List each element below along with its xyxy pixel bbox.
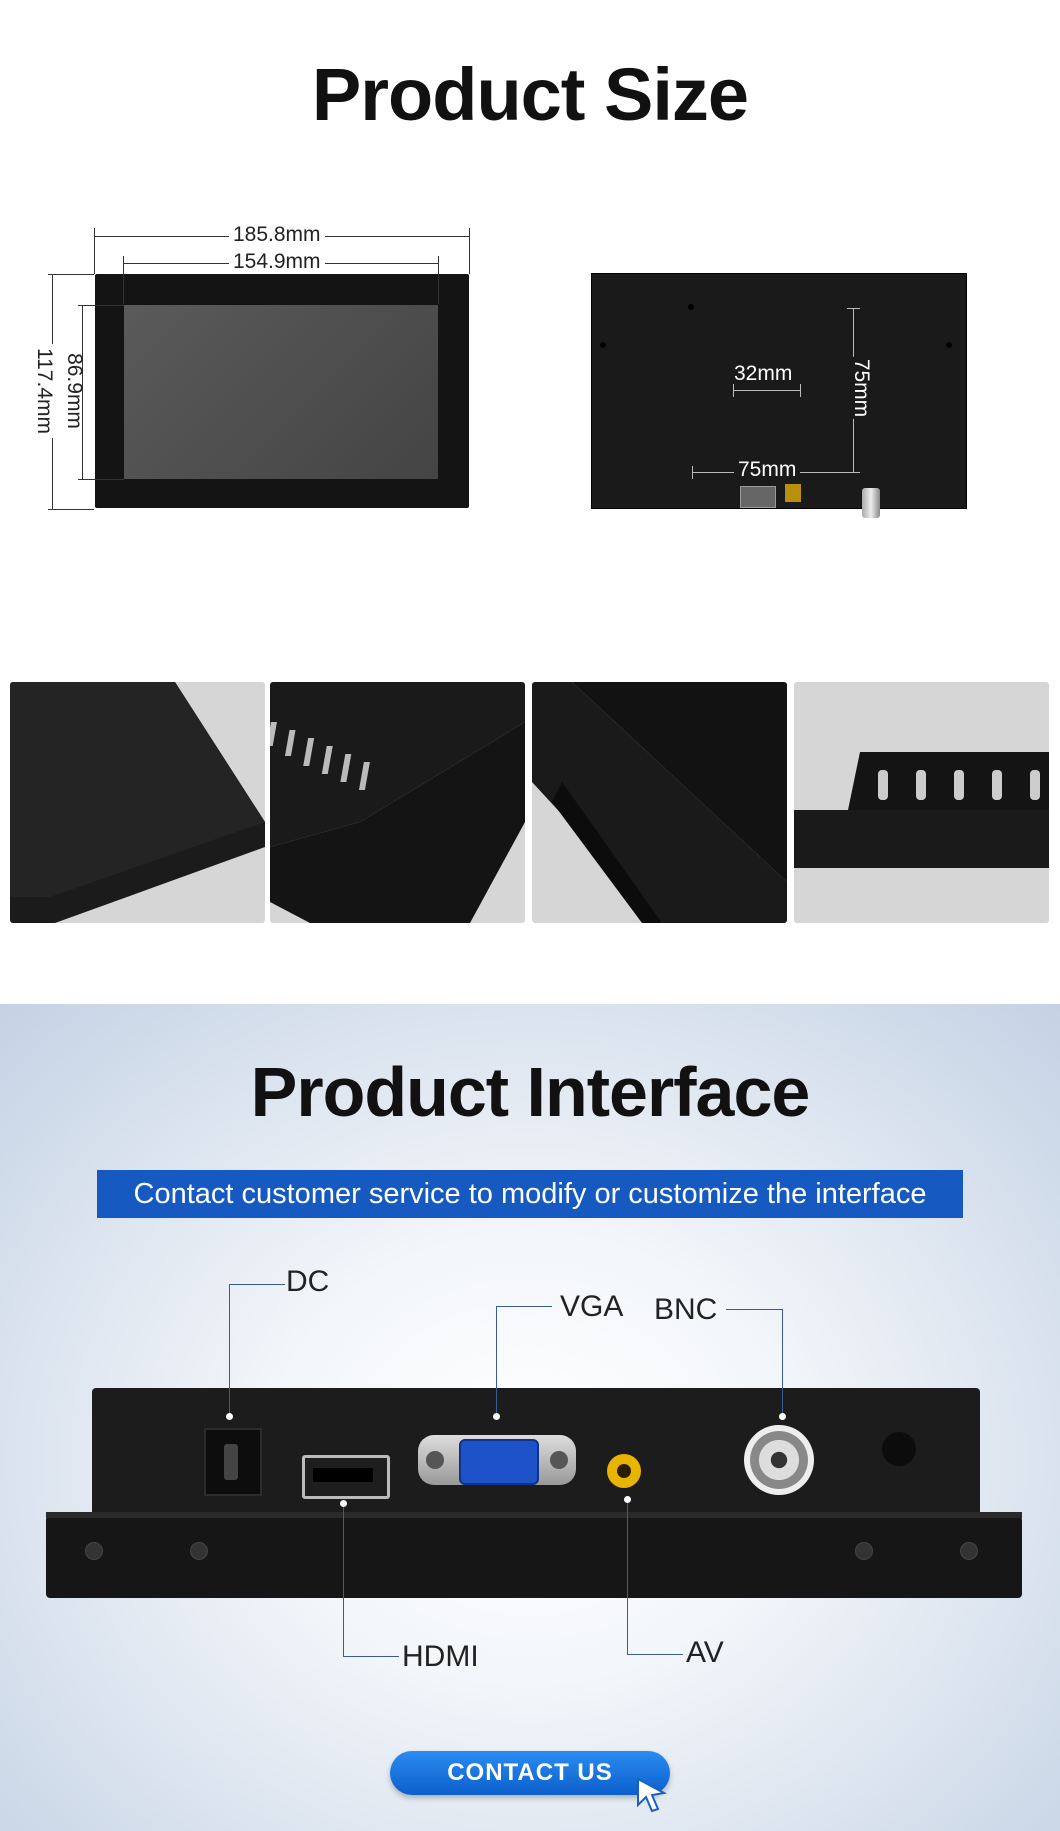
- av-label: AV: [686, 1636, 724, 1669]
- bnc-connector-back: [862, 488, 880, 518]
- screw-icon: [85, 1542, 103, 1560]
- vga-label: VGA: [560, 1290, 624, 1323]
- front-diagram: 185.8mm 154.9mm 117.4mm 86.9mm: [0, 220, 520, 520]
- vga-port: [418, 1435, 576, 1485]
- contact-us-button[interactable]: CONTACT US: [390, 1751, 670, 1795]
- gallery-image-3: [532, 682, 787, 923]
- outer-width-label: 185.8mm: [229, 224, 325, 246]
- screw-icon: [855, 1542, 873, 1560]
- gallery-image-1: [10, 682, 265, 923]
- vesa-width-label: 75mm: [734, 458, 801, 482]
- cursor-arrow-icon: [637, 1777, 668, 1813]
- customize-banner: Contact customer service to modify or cu…: [97, 1170, 963, 1218]
- hdmi-label: HDMI: [402, 1640, 479, 1673]
- screen-height-label: 86.9mm: [62, 353, 86, 429]
- monitor-front-screen: [124, 305, 438, 479]
- screw-icon: [960, 1542, 978, 1560]
- dc-port: [204, 1428, 262, 1496]
- product-interface-title: Product Interface: [250, 1053, 811, 1131]
- gallery-image-2: [270, 682, 525, 923]
- spacing-32-label: 32mm: [734, 362, 793, 385]
- bnc-label: BNC: [654, 1293, 718, 1326]
- av-port: [607, 1454, 641, 1488]
- back-diagram: 32mm 75mm 75mm: [580, 268, 1000, 528]
- hdmi-port: [302, 1455, 390, 1499]
- screen-width-label: 154.9mm: [229, 251, 325, 273]
- bnc-port: [744, 1425, 814, 1495]
- product-size-title: Product Size: [311, 53, 749, 136]
- gallery-image-4: [794, 682, 1049, 923]
- outer-height-label: 117.4mm: [32, 344, 56, 438]
- dc-label: DC: [286, 1265, 330, 1298]
- monitor-side-view: [40, 1380, 1030, 1610]
- screw-icon: [190, 1542, 208, 1560]
- vesa-height-label: 75mm: [849, 356, 874, 420]
